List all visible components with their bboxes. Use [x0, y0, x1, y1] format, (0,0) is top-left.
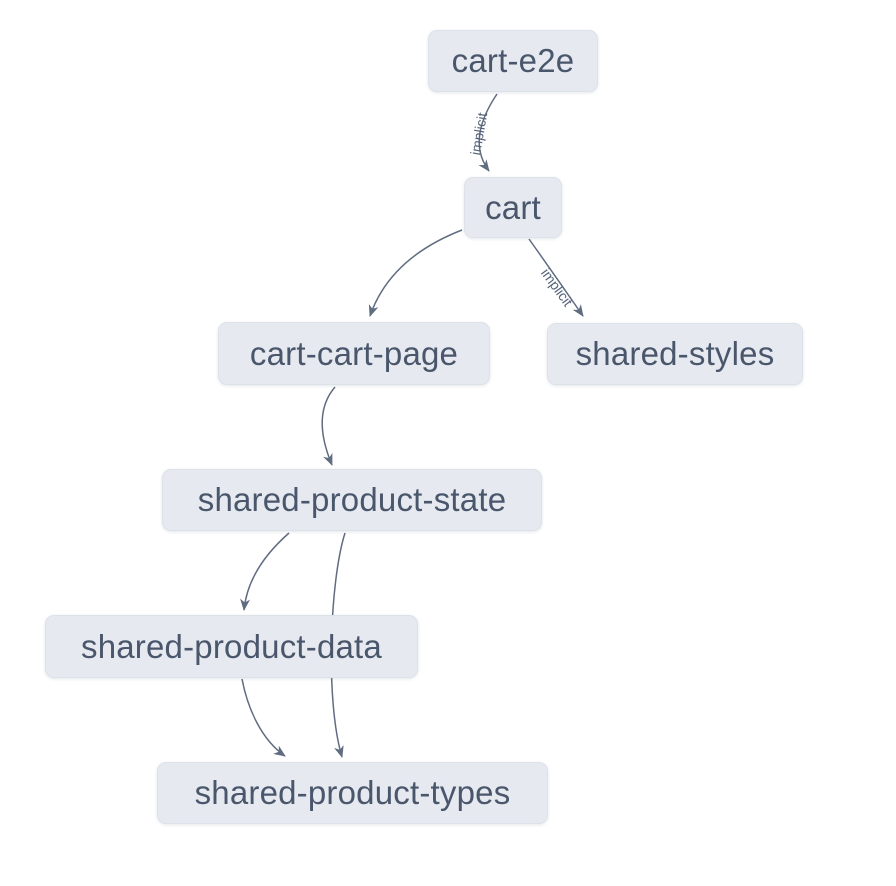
- graph-node-shared-product-state[interactable]: shared-product-state: [162, 469, 542, 531]
- graph-node-shared-product-types[interactable]: shared-product-types: [157, 762, 548, 824]
- node-label: cart-cart-page: [249, 334, 459, 372]
- node-label: shared-product-types: [194, 774, 511, 811]
- node-label: shared-product-state: [197, 481, 507, 518]
- graph-node-cart-e2e[interactable]: cart-e2e: [428, 30, 598, 92]
- graph-edge-cart-to-shared-styles: [528, 238, 584, 317]
- node-label: shared-product-data: [81, 627, 382, 665]
- graph-edge-cart-cart-page-to-shared-product-state: [321, 386, 336, 466]
- graph-node-cart[interactable]: cart: [464, 177, 562, 238]
- graph-node-cart-cart-page[interactable]: cart-cart-page: [218, 322, 490, 385]
- edge-label: implicit: [467, 111, 490, 156]
- graph-edge-cart-e2e-to-cart: [478, 93, 498, 172]
- graph-node-shared-product-data[interactable]: shared-product-data: [45, 615, 418, 678]
- node-label: cart-e2e: [451, 42, 575, 79]
- node-label: shared-styles: [575, 335, 775, 372]
- graph-edge-shared-product-state-to-shared-product-data: [240, 532, 290, 611]
- graph-edge-shared-product-data-to-shared-product-types: [241, 678, 286, 757]
- graph-edge-cart-to-cart-cart-page: [368, 229, 463, 317]
- graph-node-shared-styles[interactable]: shared-styles: [547, 323, 803, 385]
- node-label: cart: [485, 188, 541, 226]
